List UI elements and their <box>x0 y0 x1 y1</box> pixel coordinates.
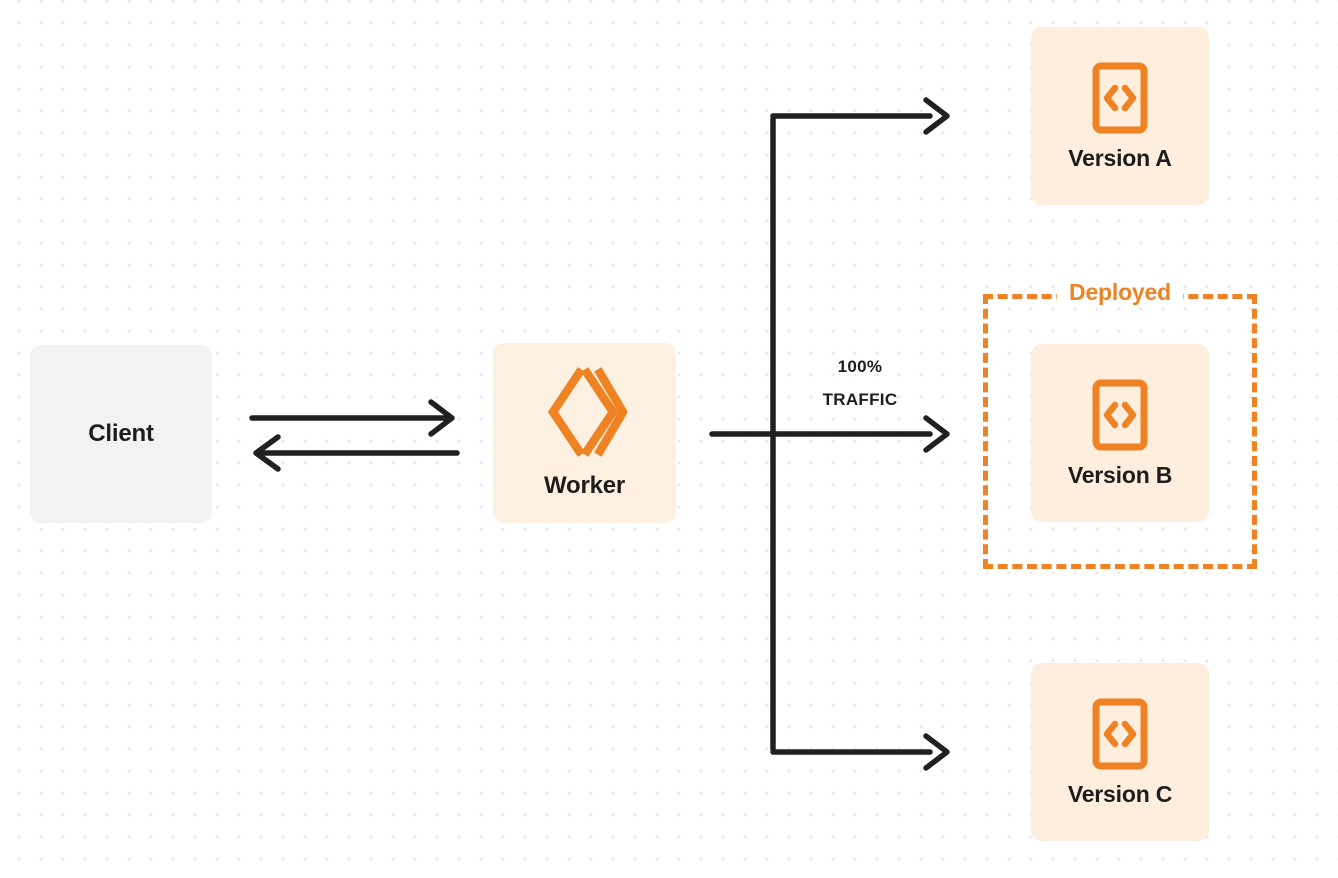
node-version-a[interactable]: Version A <box>1031 27 1209 205</box>
group-deployed: Deployed <box>983 277 1257 569</box>
node-version-c[interactable]: Version C <box>1031 663 1209 841</box>
node-version-b-label: Version B <box>1067 461 1173 488</box>
code-icon <box>1091 697 1149 771</box>
edge-worker-to-version-a <box>770 97 950 135</box>
code-icon <box>1091 61 1149 135</box>
node-worker-label: Worker <box>543 472 626 499</box>
edge-client-to-worker <box>249 399 455 437</box>
edge-worker-to-version-c <box>770 733 950 771</box>
edge-worker-to-client <box>253 434 460 472</box>
edge-label-traffic-line2: TRAFFIC <box>822 390 898 409</box>
node-version-b[interactable]: Version B <box>1031 344 1209 522</box>
node-client-label: Client <box>88 420 154 447</box>
node-version-c-label: Version C <box>1067 780 1173 807</box>
node-version-a-label: Version A <box>1068 144 1172 171</box>
node-client[interactable]: Client <box>30 345 212 523</box>
node-worker[interactable]: Worker <box>493 343 676 523</box>
edge-label-traffic-line1: 100% <box>837 357 883 376</box>
edge-worker-to-version-b <box>923 415 950 453</box>
group-deployed-label: Deployed <box>1057 277 1183 307</box>
edge-label-traffic: 100% TRAFFIC <box>790 350 930 416</box>
code-icon <box>1091 378 1149 452</box>
cloudflare-workers-logo-icon <box>543 366 627 458</box>
edge-worker-trunk <box>709 116 933 752</box>
